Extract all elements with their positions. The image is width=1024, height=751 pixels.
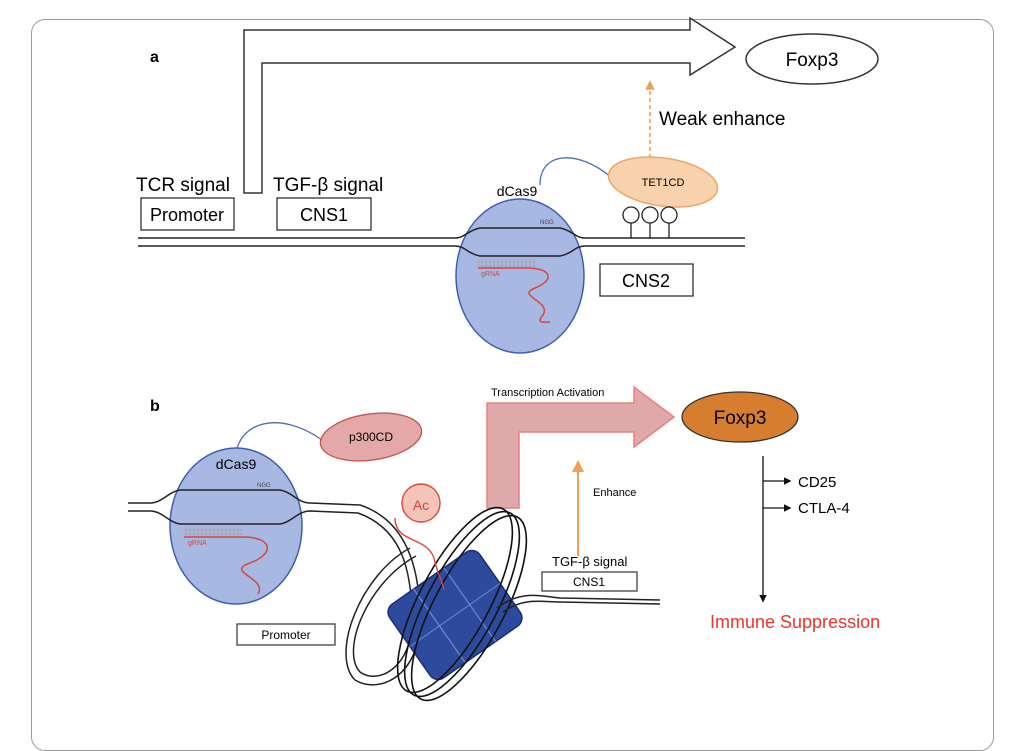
panel-b-dcas9-blob — [169, 447, 303, 605]
panel-a-weak-enhance: Weak enhance — [659, 109, 785, 130]
panel-b-dna-exit — [496, 594, 661, 613]
panel-b-ac: Ac — [401, 483, 441, 523]
panel-b-ngg: NGG — [257, 483, 271, 489]
panel-a-cpg-lollipops — [622, 206, 678, 238]
panel-b-label: b — [150, 398, 160, 415]
panel-b-grna-strand — [184, 536, 269, 595]
panel-a-tether — [539, 157, 613, 186]
panel-a-cns2-box: CNS2 — [599, 263, 694, 297]
panel-b-transcription-activation: Transcription Activation — [491, 387, 604, 399]
svg-text:Promoter: Promoter — [150, 205, 224, 225]
panel-a-dcas9-blob — [455, 198, 585, 354]
panel-b-histone-tail — [394, 517, 445, 591]
svg-text:Ac: Ac — [413, 497, 429, 513]
panel-a-tgf-signal: TGF-β signal — [273, 175, 383, 196]
panel-b-cd25: CD25 — [798, 474, 836, 491]
panel-a-dcas9-label: dCas9 — [497, 183, 538, 199]
panel-b-tgf-signal: TGF-β signal — [552, 554, 627, 569]
panel-a-grna: gRNA — [481, 271, 500, 278]
panel-a-cns1-box: CNS1 — [276, 197, 372, 231]
panel-b-ctla4: CTLA-4 — [798, 500, 850, 517]
panel-b-pathway — [759, 456, 792, 603]
panel-a-foxp3: Foxp3 — [745, 33, 879, 85]
panel-a-promoter-box: Promoter — [140, 197, 235, 231]
panel-b-cns1-box: CNS1 — [541, 571, 638, 592]
panel-a-ngg: NGG — [540, 220, 554, 226]
panel-b-grna: gRNA — [188, 540, 207, 547]
panel-b-promoter-box: Promoter — [236, 623, 336, 646]
panel-a-tcr-signal: TCR signal — [136, 175, 230, 196]
panel-b-grna-bar — [184, 527, 242, 535]
panel-b-p300cd: p300CD — [319, 412, 423, 462]
panel-b-enhance: Enhance — [593, 487, 636, 499]
svg-text:Promoter: Promoter — [261, 628, 310, 642]
svg-text:Foxp3: Foxp3 — [714, 408, 767, 429]
svg-text:CNS1: CNS1 — [573, 575, 605, 589]
svg-text:Foxp3: Foxp3 — [786, 50, 839, 71]
panel-b-nucleosome — [387, 506, 528, 702]
svg-text:CNS1: CNS1 — [300, 205, 348, 225]
panel-b-transcription-arrow — [486, 385, 676, 509]
panel-a-grna-bar — [478, 259, 536, 267]
panel-b-dna — [128, 489, 421, 686]
svg-text:p300CD: p300CD — [349, 430, 393, 444]
panel-a-transcription-arrow — [243, 16, 737, 194]
svg-text:TET1CD: TET1CD — [642, 177, 685, 189]
panel-a-label: a — [150, 49, 159, 66]
panel-a-tet1cd: TET1CD — [607, 156, 719, 208]
panel-b-immune-suppression: Immune Suppression — [710, 612, 880, 632]
svg-text:CNS2: CNS2 — [622, 271, 670, 291]
panel-a-dna — [138, 227, 745, 257]
panel-b-foxp3: Foxp3 — [681, 391, 799, 443]
panel-b-dcas9-label: dCas9 — [216, 456, 257, 472]
panel-a-grna-strand — [478, 267, 551, 323]
